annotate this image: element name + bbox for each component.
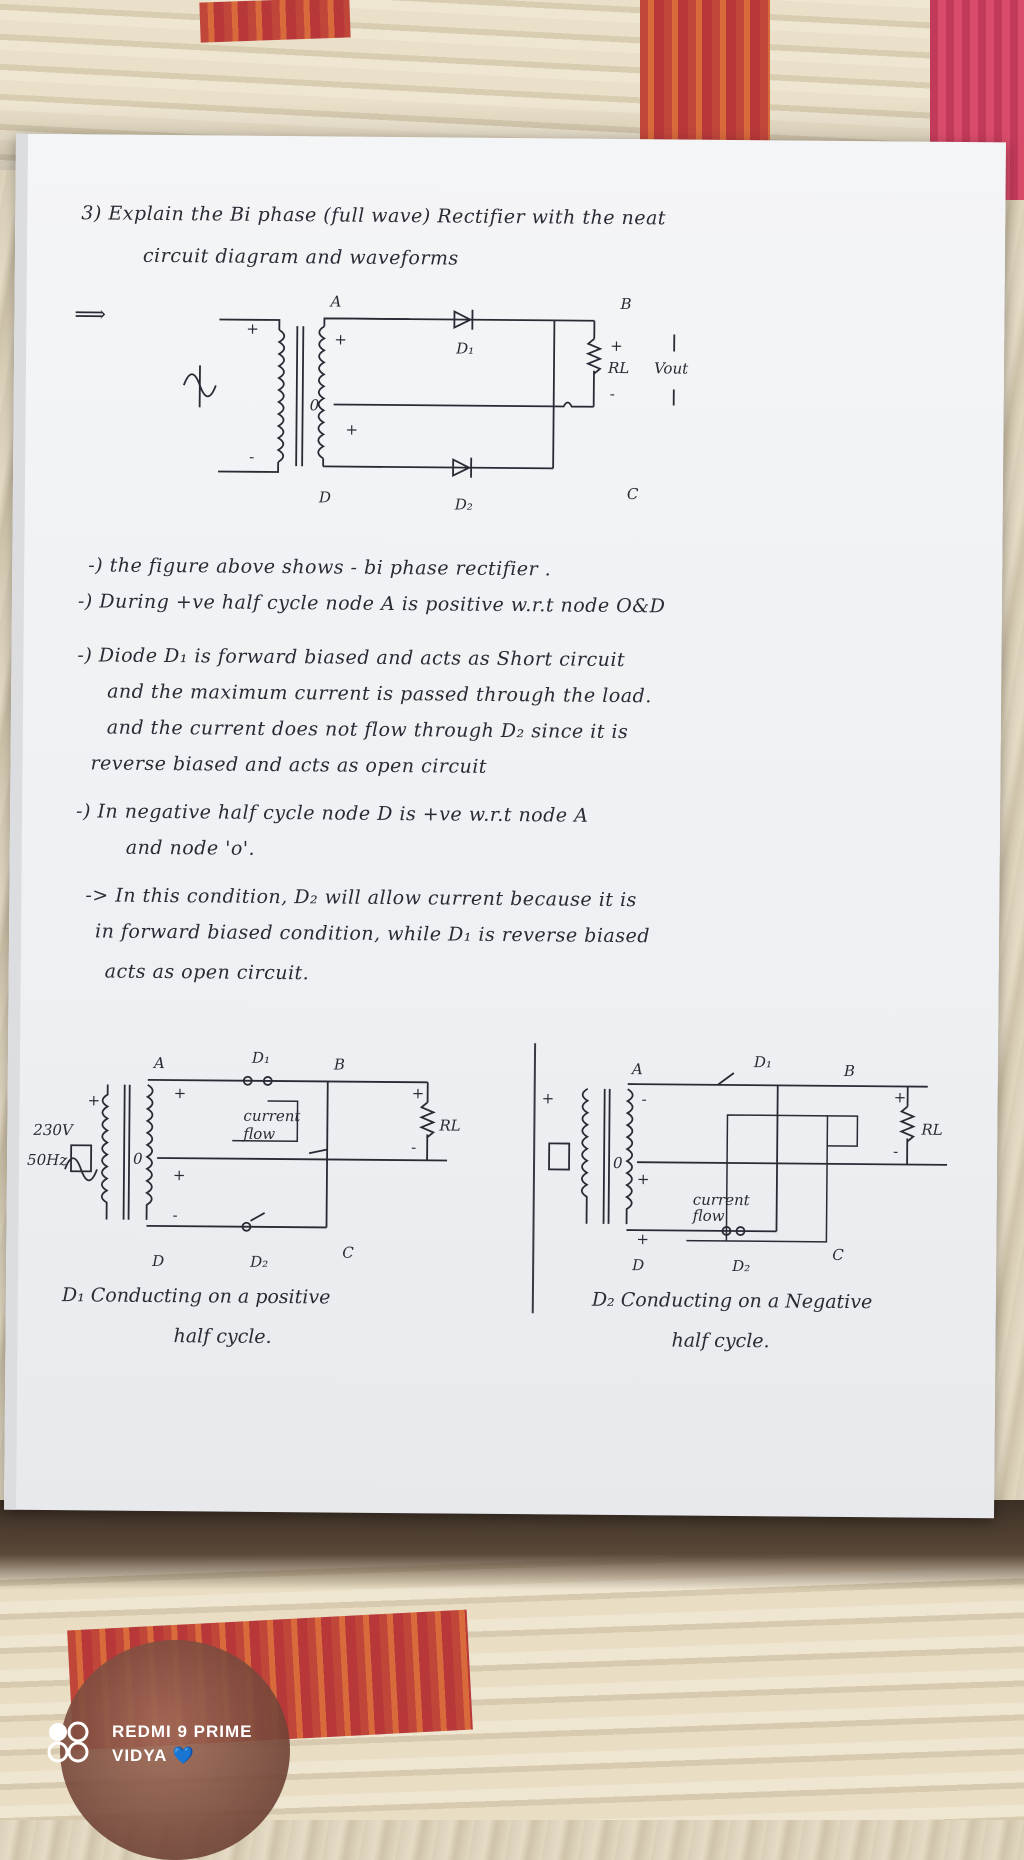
plus-sign: +	[894, 1088, 907, 1106]
node-a-label: A	[328, 292, 341, 310]
page-edge	[4, 134, 28, 1510]
node-d-label: D	[318, 488, 331, 506]
explanation-line-3: -) Diode D₁ is forward biased and acts a…	[77, 644, 625, 671]
explanation-line-8: and node 'o'.	[126, 837, 256, 860]
explanation-line-10: in forward biased condition, while D₁ is…	[95, 920, 650, 947]
plus-sign: +	[637, 1170, 650, 1188]
node-a-label: A	[630, 1060, 643, 1078]
minus-sign: -	[249, 448, 254, 466]
node-b-label: B	[843, 1062, 855, 1080]
current-label: current	[243, 1107, 301, 1126]
d1-conducting-svg: 230V 50Hz A B C D D₁ D₂ RL current flow …	[26, 1039, 498, 1293]
plus-sign: +	[88, 1091, 101, 1109]
plus-sign: +	[412, 1084, 425, 1102]
zero-label: 0	[613, 1154, 623, 1172]
flow-label: flow	[242, 1125, 275, 1143]
plus-sign: +	[345, 421, 358, 439]
explanation-line-1: -) the figure above shows - bi phase rec…	[88, 554, 551, 580]
plus-sign: +	[636, 1230, 649, 1248]
minus-sign: -	[642, 1090, 647, 1108]
d2-label: D₂	[731, 1257, 750, 1275]
node-d-label: D	[151, 1252, 164, 1270]
zero-label: 0	[133, 1150, 143, 1168]
question-line-2: circuit diagram and waveforms	[143, 245, 459, 270]
diagram2-caption-line-2: half cycle.	[173, 1325, 271, 1348]
d2-conducting-svg: A B C D D₁ D₂ RL current flow + + + + - …	[526, 1043, 988, 1297]
d1-label: D₁	[753, 1053, 772, 1071]
explanation-line-9: -> In this condition, D₂ will allow curr…	[85, 884, 637, 911]
camera-lens-icon	[46, 1720, 90, 1764]
rug-stripe-right	[640, 0, 770, 150]
minus-sign: -	[893, 1142, 898, 1160]
arrow-symbol: ⟹	[74, 302, 106, 327]
rug-stripe-left	[199, 0, 350, 43]
node-d-label: D	[631, 1256, 644, 1274]
plus-sign: +	[174, 1084, 187, 1102]
node-b-label: B	[619, 295, 631, 313]
flow-label: flow	[692, 1207, 725, 1225]
rl-label: RL	[438, 1116, 460, 1134]
explanation-line-7: -) In negative half cycle node D is +ve …	[76, 800, 588, 826]
explanation-line-5: and the current does not flow through D₂…	[107, 717, 629, 744]
voltage-label: 230V	[32, 1121, 75, 1139]
rectifier-circuit-diagram: A B C D D₁ D₂ RL Vout + + + - + - 0	[152, 285, 894, 551]
frequency-label: 50Hz	[27, 1151, 67, 1169]
d1-conducting-diagram: 230V 50Hz A B C D D₁ D₂ RL current flow …	[26, 1039, 498, 1293]
d1-label: D₁	[455, 340, 474, 358]
diagram3-caption-line-1: D₂ Conducting on a Negative	[592, 1289, 873, 1313]
node-c-label: C	[832, 1246, 844, 1264]
minus-sign: -	[610, 385, 615, 403]
explanation-line-6: reverse biased and acts as open circuit	[90, 752, 487, 777]
node-b-label: B	[333, 1056, 345, 1074]
node-a-label: A	[152, 1054, 165, 1072]
d2-label: D₂	[454, 496, 473, 514]
node-c-label: C	[342, 1244, 354, 1262]
explanation-line-11: acts as open circuit.	[105, 961, 310, 985]
plus-sign: +	[610, 337, 623, 355]
diagram3-caption-line-2: half cycle.	[671, 1329, 769, 1352]
zero-label: 0	[310, 396, 320, 414]
notebook-page: 3) Explain the Bi phase (full wave) Rect…	[4, 134, 1006, 1519]
rectifier-circuit-svg: A B C D D₁ D₂ RL Vout + + + - + - 0	[152, 285, 894, 551]
d2-label: D₂	[249, 1253, 268, 1271]
d2-conducting-diagram: A B C D D₁ D₂ RL current flow + + + + - …	[526, 1043, 988, 1297]
plus-sign: +	[334, 330, 347, 348]
plus-sign: +	[542, 1089, 555, 1107]
watermark-device: REDMI 9 PRIME	[112, 1722, 253, 1742]
d1-label: D₁	[251, 1049, 270, 1067]
minus-sign: -	[173, 1206, 178, 1224]
plus-sign: +	[246, 320, 259, 338]
rl-label: RL	[607, 359, 629, 377]
diagram2-caption-line-1: D₁ Conducting on a positive	[62, 1284, 331, 1308]
question-line-1: 3) Explain the Bi phase (full wave) Rect…	[81, 202, 666, 229]
node-c-label: C	[627, 485, 639, 503]
explanation-line-2: -) During +ve half cycle node A is posit…	[78, 590, 666, 617]
rl-label: RL	[920, 1121, 942, 1139]
vout-label: Vout	[654, 359, 689, 377]
plus-sign: +	[173, 1166, 186, 1184]
watermark-user: VIDYA 💙	[112, 1746, 195, 1766]
minus-sign: -	[411, 1138, 416, 1156]
explanation-line-4: and the maximum current is passed throug…	[107, 681, 652, 708]
